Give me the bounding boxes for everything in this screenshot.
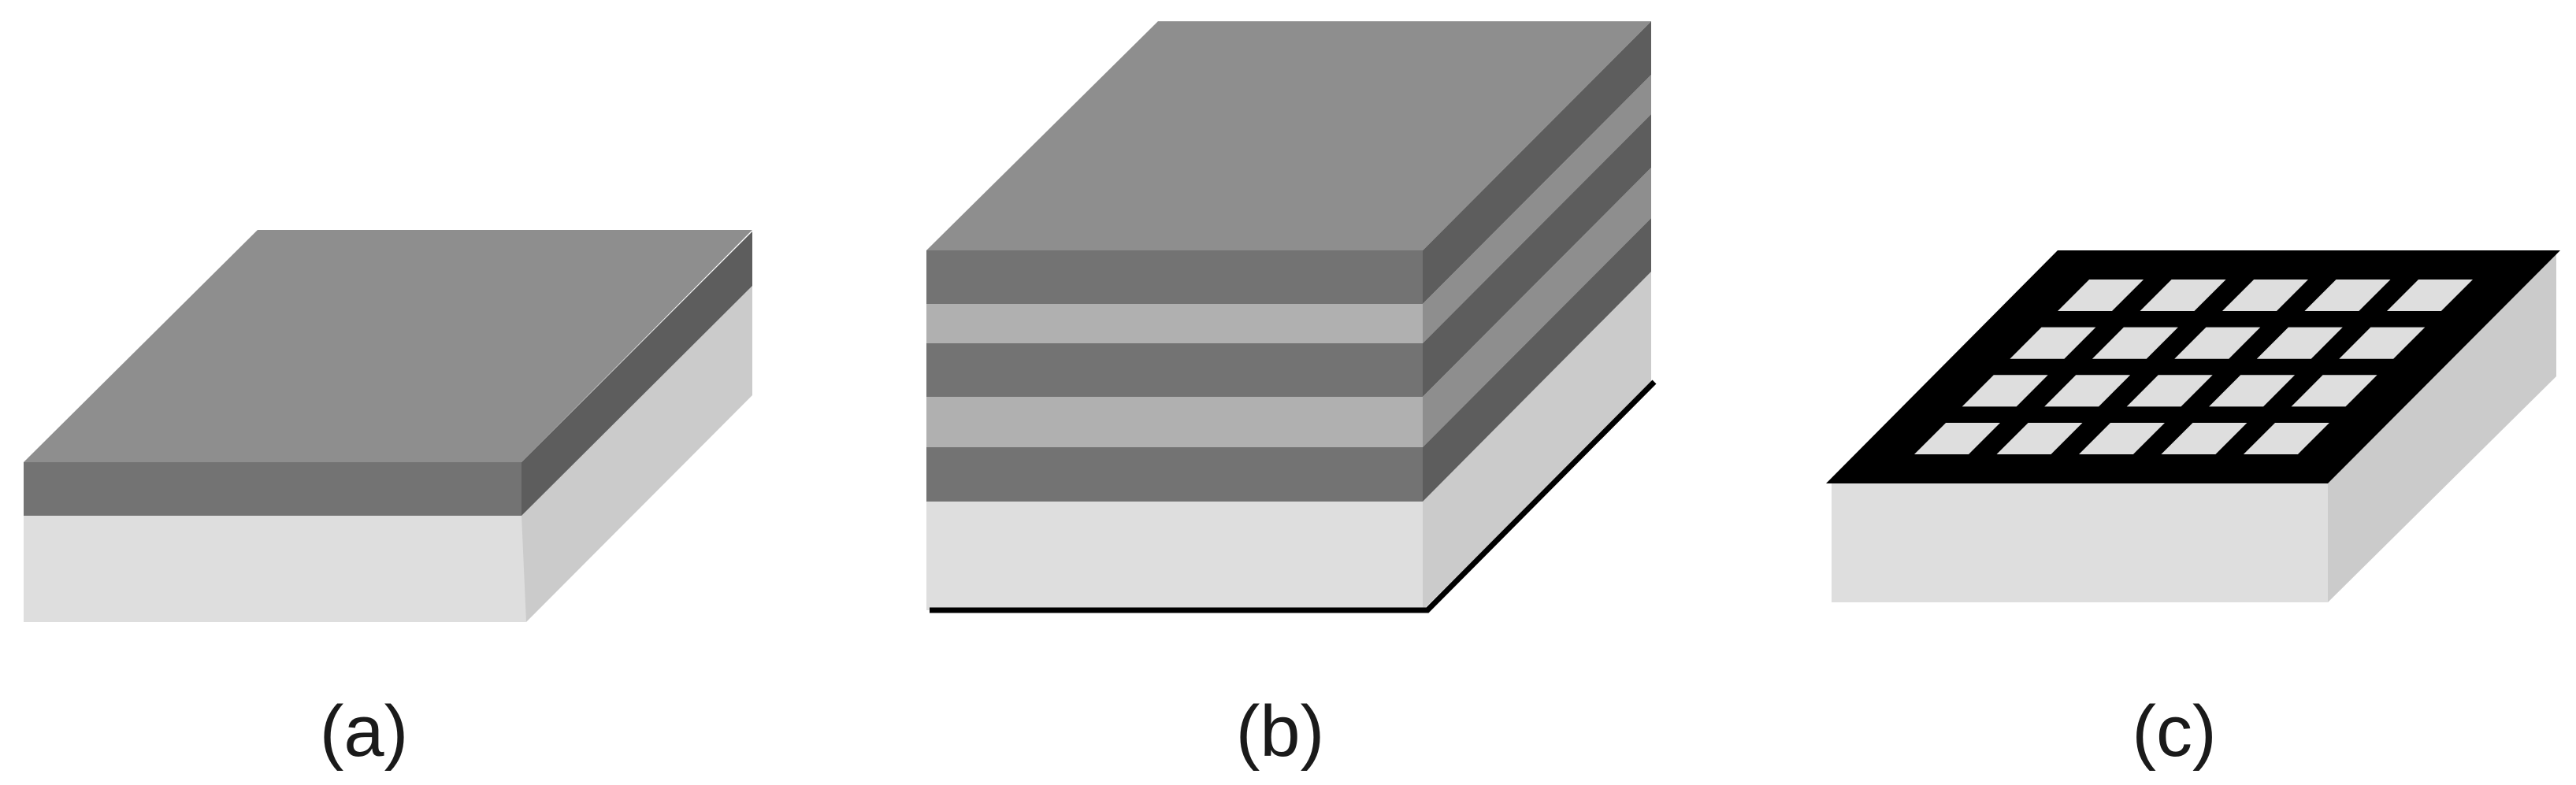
panel-c-pad bbox=[1996, 423, 2083, 454]
panel-a-substrate-side bbox=[522, 286, 752, 622]
panel-c-pad bbox=[2044, 375, 2131, 407]
panel-b-layer-2-front bbox=[926, 304, 1423, 343]
panel-b-layer-3-front bbox=[926, 343, 1423, 397]
panel-c-pad bbox=[2387, 280, 2473, 311]
panel-c-pad-array bbox=[1914, 280, 2473, 454]
panel-c-pad bbox=[2243, 423, 2329, 454]
panel-b-substrate-front bbox=[926, 502, 1423, 610]
panel-b-substrate-side bbox=[1423, 272, 1651, 610]
panel-b-layer-3-side bbox=[1423, 114, 1651, 397]
caption-a: (a) bbox=[320, 691, 408, 772]
panel-b-layer-1-front bbox=[926, 250, 1423, 304]
panel-c-mesh-top bbox=[1826, 250, 2560, 483]
panel-c-pad bbox=[2126, 375, 2213, 407]
panel-a-film-side bbox=[522, 231, 752, 516]
caption-c: (c) bbox=[2132, 691, 2216, 772]
panel-c-pad bbox=[2161, 423, 2248, 454]
panel-c-pad bbox=[2140, 280, 2226, 311]
panel-b-top-face bbox=[926, 21, 1651, 250]
panel-b-layer-4-front bbox=[926, 397, 1423, 447]
panel-b-base-outline bbox=[930, 380, 1657, 613]
panel-c-pad bbox=[1962, 375, 2048, 407]
panel-b-layer-4-side bbox=[1423, 168, 1651, 447]
panel-c-patterned-array bbox=[1826, 250, 2560, 602]
panel-c-substrate-front bbox=[1832, 483, 2328, 602]
panel-b-layer-5-front bbox=[926, 447, 1423, 502]
panel-b-layer-5-side bbox=[1423, 218, 1651, 502]
panel-b-layer-1-side bbox=[1423, 21, 1651, 304]
panel-c-pad bbox=[2304, 280, 2391, 311]
panel-a-top-face bbox=[24, 230, 752, 462]
panel-b-multilayer bbox=[926, 21, 1657, 613]
panel-c-pad bbox=[2010, 327, 2096, 359]
panel-c-pad bbox=[2058, 280, 2144, 311]
panel-a-substrate-front bbox=[24, 516, 526, 622]
panel-c-pad bbox=[2291, 375, 2377, 407]
panel-c-pad bbox=[2092, 327, 2178, 359]
caption-b: (b) bbox=[1236, 691, 1324, 772]
panel-a-film-front bbox=[24, 462, 522, 516]
panel-c-pad bbox=[2079, 423, 2165, 454]
panel-c-pad bbox=[2209, 375, 2296, 407]
panel-c-pad bbox=[2256, 327, 2343, 359]
panel-c-pad bbox=[2174, 327, 2261, 359]
panel-c-pad bbox=[2222, 280, 2308, 311]
panel-c-substrate-side bbox=[2328, 252, 2556, 602]
panel-c-pad bbox=[1914, 423, 2000, 454]
panel-b-layer-2-side bbox=[1423, 75, 1651, 343]
panel-c-pad bbox=[2339, 327, 2426, 359]
panel-a-single-layer bbox=[24, 230, 752, 622]
